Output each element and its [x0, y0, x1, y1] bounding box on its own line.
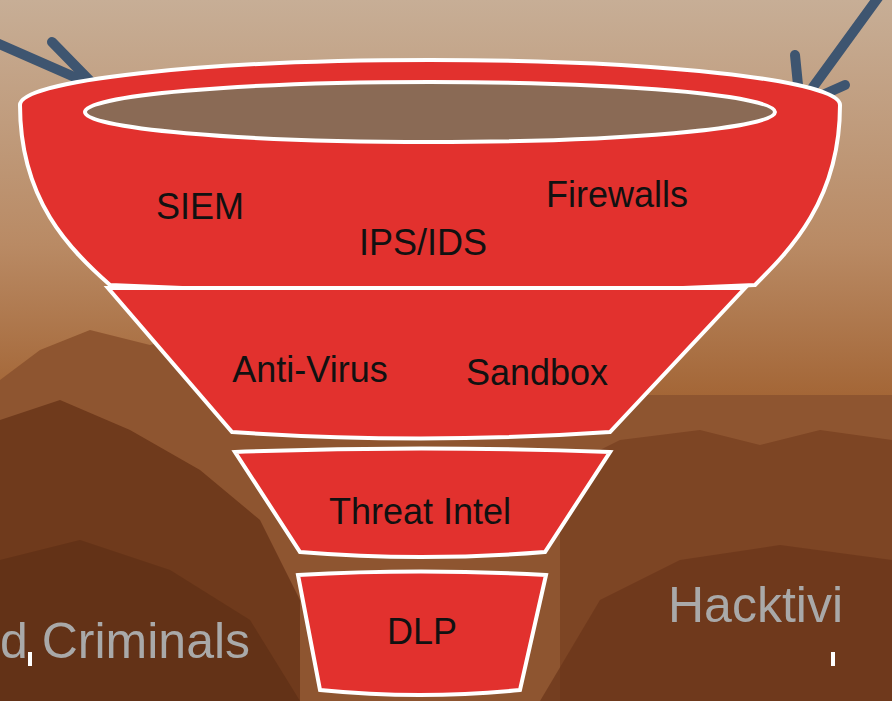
- tool-label: IPS/IDS: [359, 223, 487, 263]
- band-outline: [104, 284, 749, 444]
- left-ridge: [0, 400, 300, 701]
- tool-label: Threat Intel: [329, 492, 511, 532]
- funnel-band: SIEM IPS/IDS Firewalls: [14, 55, 846, 300]
- tool-label: DLP: [387, 612, 457, 652]
- tick-mark: [831, 652, 835, 666]
- funnel-band: Threat Intel: [231, 444, 614, 566]
- tool-label: SIEM: [156, 187, 244, 227]
- tool-label: Anti-Virus: [232, 350, 387, 390]
- foreground-rock: [540, 545, 892, 701]
- tool-label: Firewalls: [546, 175, 688, 215]
- funnel-band: [298, 572, 546, 696]
- funnel-band: DLP: [294, 566, 550, 697]
- tool-label: Sandbox: [466, 353, 608, 393]
- funnel-band: [108, 288, 745, 439]
- funnel-band: [235, 449, 610, 558]
- threat-actor-label: Hacktivi: [668, 578, 843, 633]
- band-outline: [14, 55, 846, 300]
- funnel-rim: [85, 82, 775, 142]
- threat-actor-label: d Criminals: [0, 614, 250, 669]
- funnel-band: Anti-Virus Sandbox: [104, 284, 749, 444]
- funnel-band: [20, 60, 840, 293]
- foreground-rock: [0, 540, 300, 701]
